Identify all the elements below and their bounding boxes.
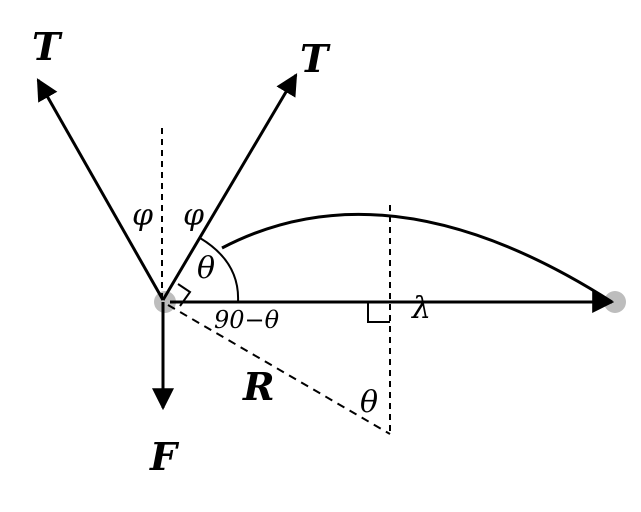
- wavelength-label: λ: [411, 291, 431, 326]
- phi-left-label: φ: [132, 198, 153, 233]
- radius-label: R: [242, 364, 275, 409]
- origin-right-angle-marker: [177, 283, 192, 307]
- tension-left-arrow: [36, 78, 165, 301]
- theta-top-label: θ: [197, 251, 215, 286]
- right-angle-marker: [367, 302, 390, 323]
- tension-right-arrow: [161, 73, 298, 301]
- force-label: F: [149, 434, 180, 479]
- theta-bottom-label: θ: [360, 385, 378, 420]
- tension-right-label: T: [300, 36, 331, 81]
- phi-right-label: φ: [183, 198, 204, 233]
- tension-left-label: T: [32, 24, 63, 69]
- string-arc: [221, 212, 613, 304]
- radius-dashed: [167, 304, 391, 435]
- theta-arc: [199, 237, 240, 303]
- angle-complement-label: 90−θ: [214, 306, 280, 334]
